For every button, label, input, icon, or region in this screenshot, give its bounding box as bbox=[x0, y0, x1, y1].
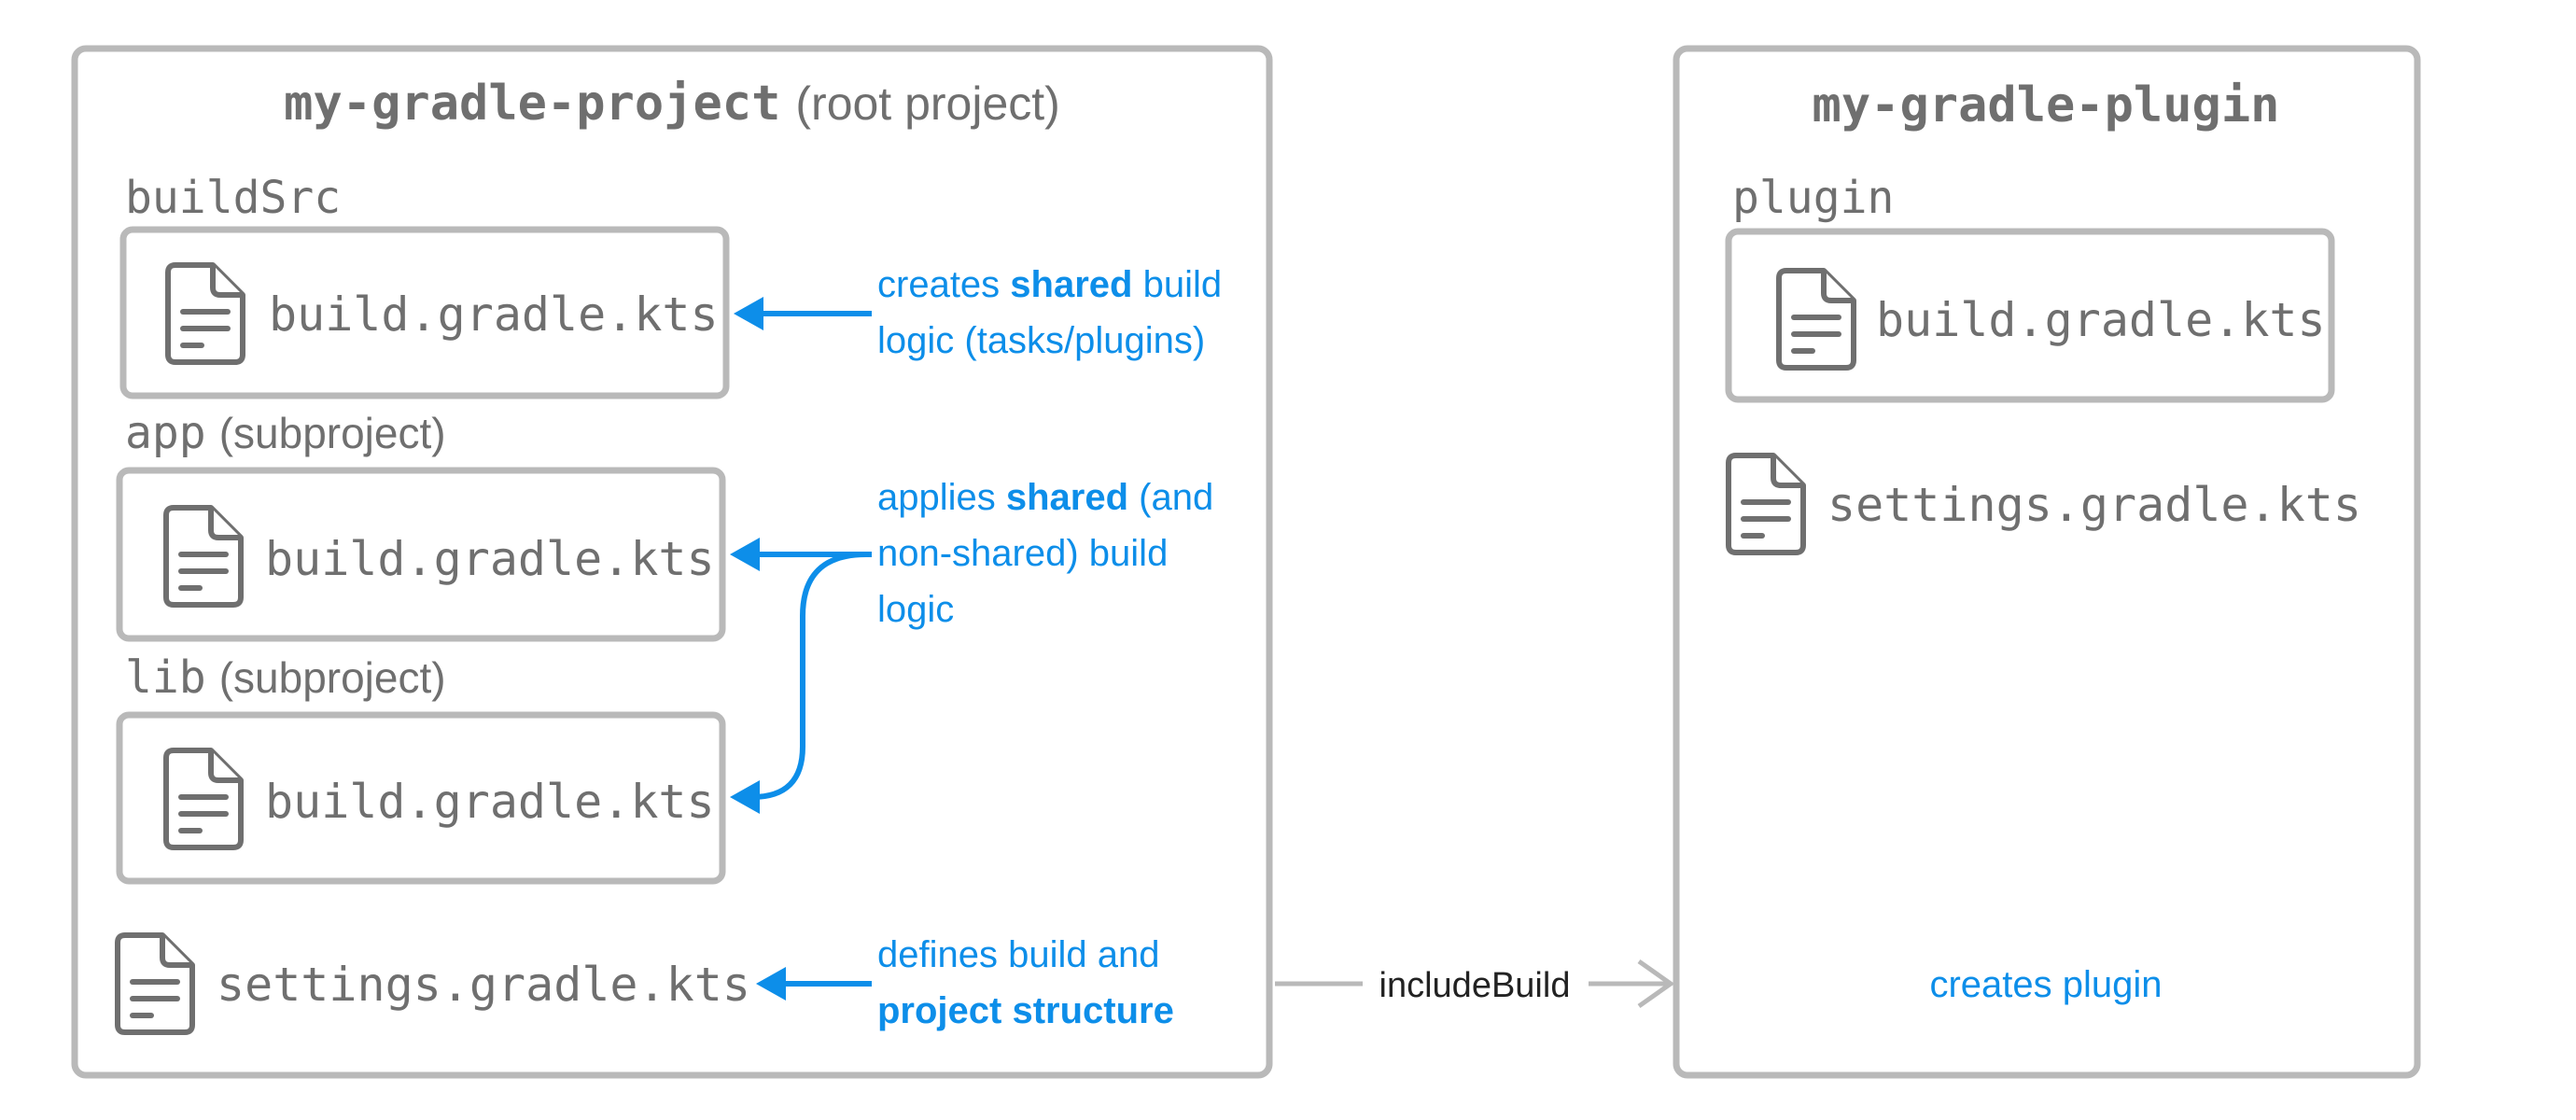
plugin-caption: creates plugin bbox=[1929, 964, 2162, 1005]
settings-annotation-line1: defines build and bbox=[877, 934, 1159, 975]
include-build-label: includeBuild bbox=[1379, 966, 1571, 1005]
buildsrc-box bbox=[119, 226, 730, 399]
plugin-build-title: my-gradle-plugin bbox=[1813, 77, 2280, 133]
plugin-settings-file-label: settings.gradle.kts bbox=[1827, 478, 2361, 532]
plugin-label: plugin bbox=[1732, 172, 1894, 224]
lib-label: lib(subproject) bbox=[125, 651, 446, 704]
buildsrc-annotation-line1: creates shared build bbox=[877, 264, 1222, 305]
buildsrc-annotation-line2: logic (tasks/plugins) bbox=[877, 320, 1205, 361]
app-label: app(subproject) bbox=[125, 407, 446, 459]
buildsrc-label: buildSrc bbox=[125, 172, 341, 224]
subprojects-annotation-line2: non-shared) build bbox=[877, 533, 1168, 574]
buildsrc-file-label: build.gradle.kts bbox=[269, 287, 719, 342]
lib-arrow-line bbox=[751, 552, 867, 800]
app-arrow-head bbox=[730, 538, 760, 571]
app-file-label: build.gradle.kts bbox=[265, 532, 715, 586]
settings-arrow-head bbox=[756, 967, 786, 1001]
include-build-arrow-head bbox=[1637, 959, 1675, 1009]
subprojects-annotation-line1: applies shared (and bbox=[877, 477, 1213, 518]
subprojects-annotation-line3: logic bbox=[877, 589, 954, 630]
app-box bbox=[116, 467, 726, 642]
plugin-file-label: build.gradle.kts bbox=[1876, 293, 2326, 347]
buildsrc-arrow-head bbox=[734, 297, 763, 330]
settings-annotation-line2: project structure bbox=[877, 990, 1174, 1031]
root-project-title: my-gradle-project(root project) bbox=[284, 76, 1060, 132]
plugin-box bbox=[1725, 228, 2335, 403]
lib-file-label: build.gradle.kts bbox=[265, 775, 715, 829]
lib-box bbox=[116, 711, 726, 885]
root-settings-file-label: settings.gradle.kts bbox=[217, 958, 750, 1012]
lib-arrow-head bbox=[730, 780, 760, 814]
